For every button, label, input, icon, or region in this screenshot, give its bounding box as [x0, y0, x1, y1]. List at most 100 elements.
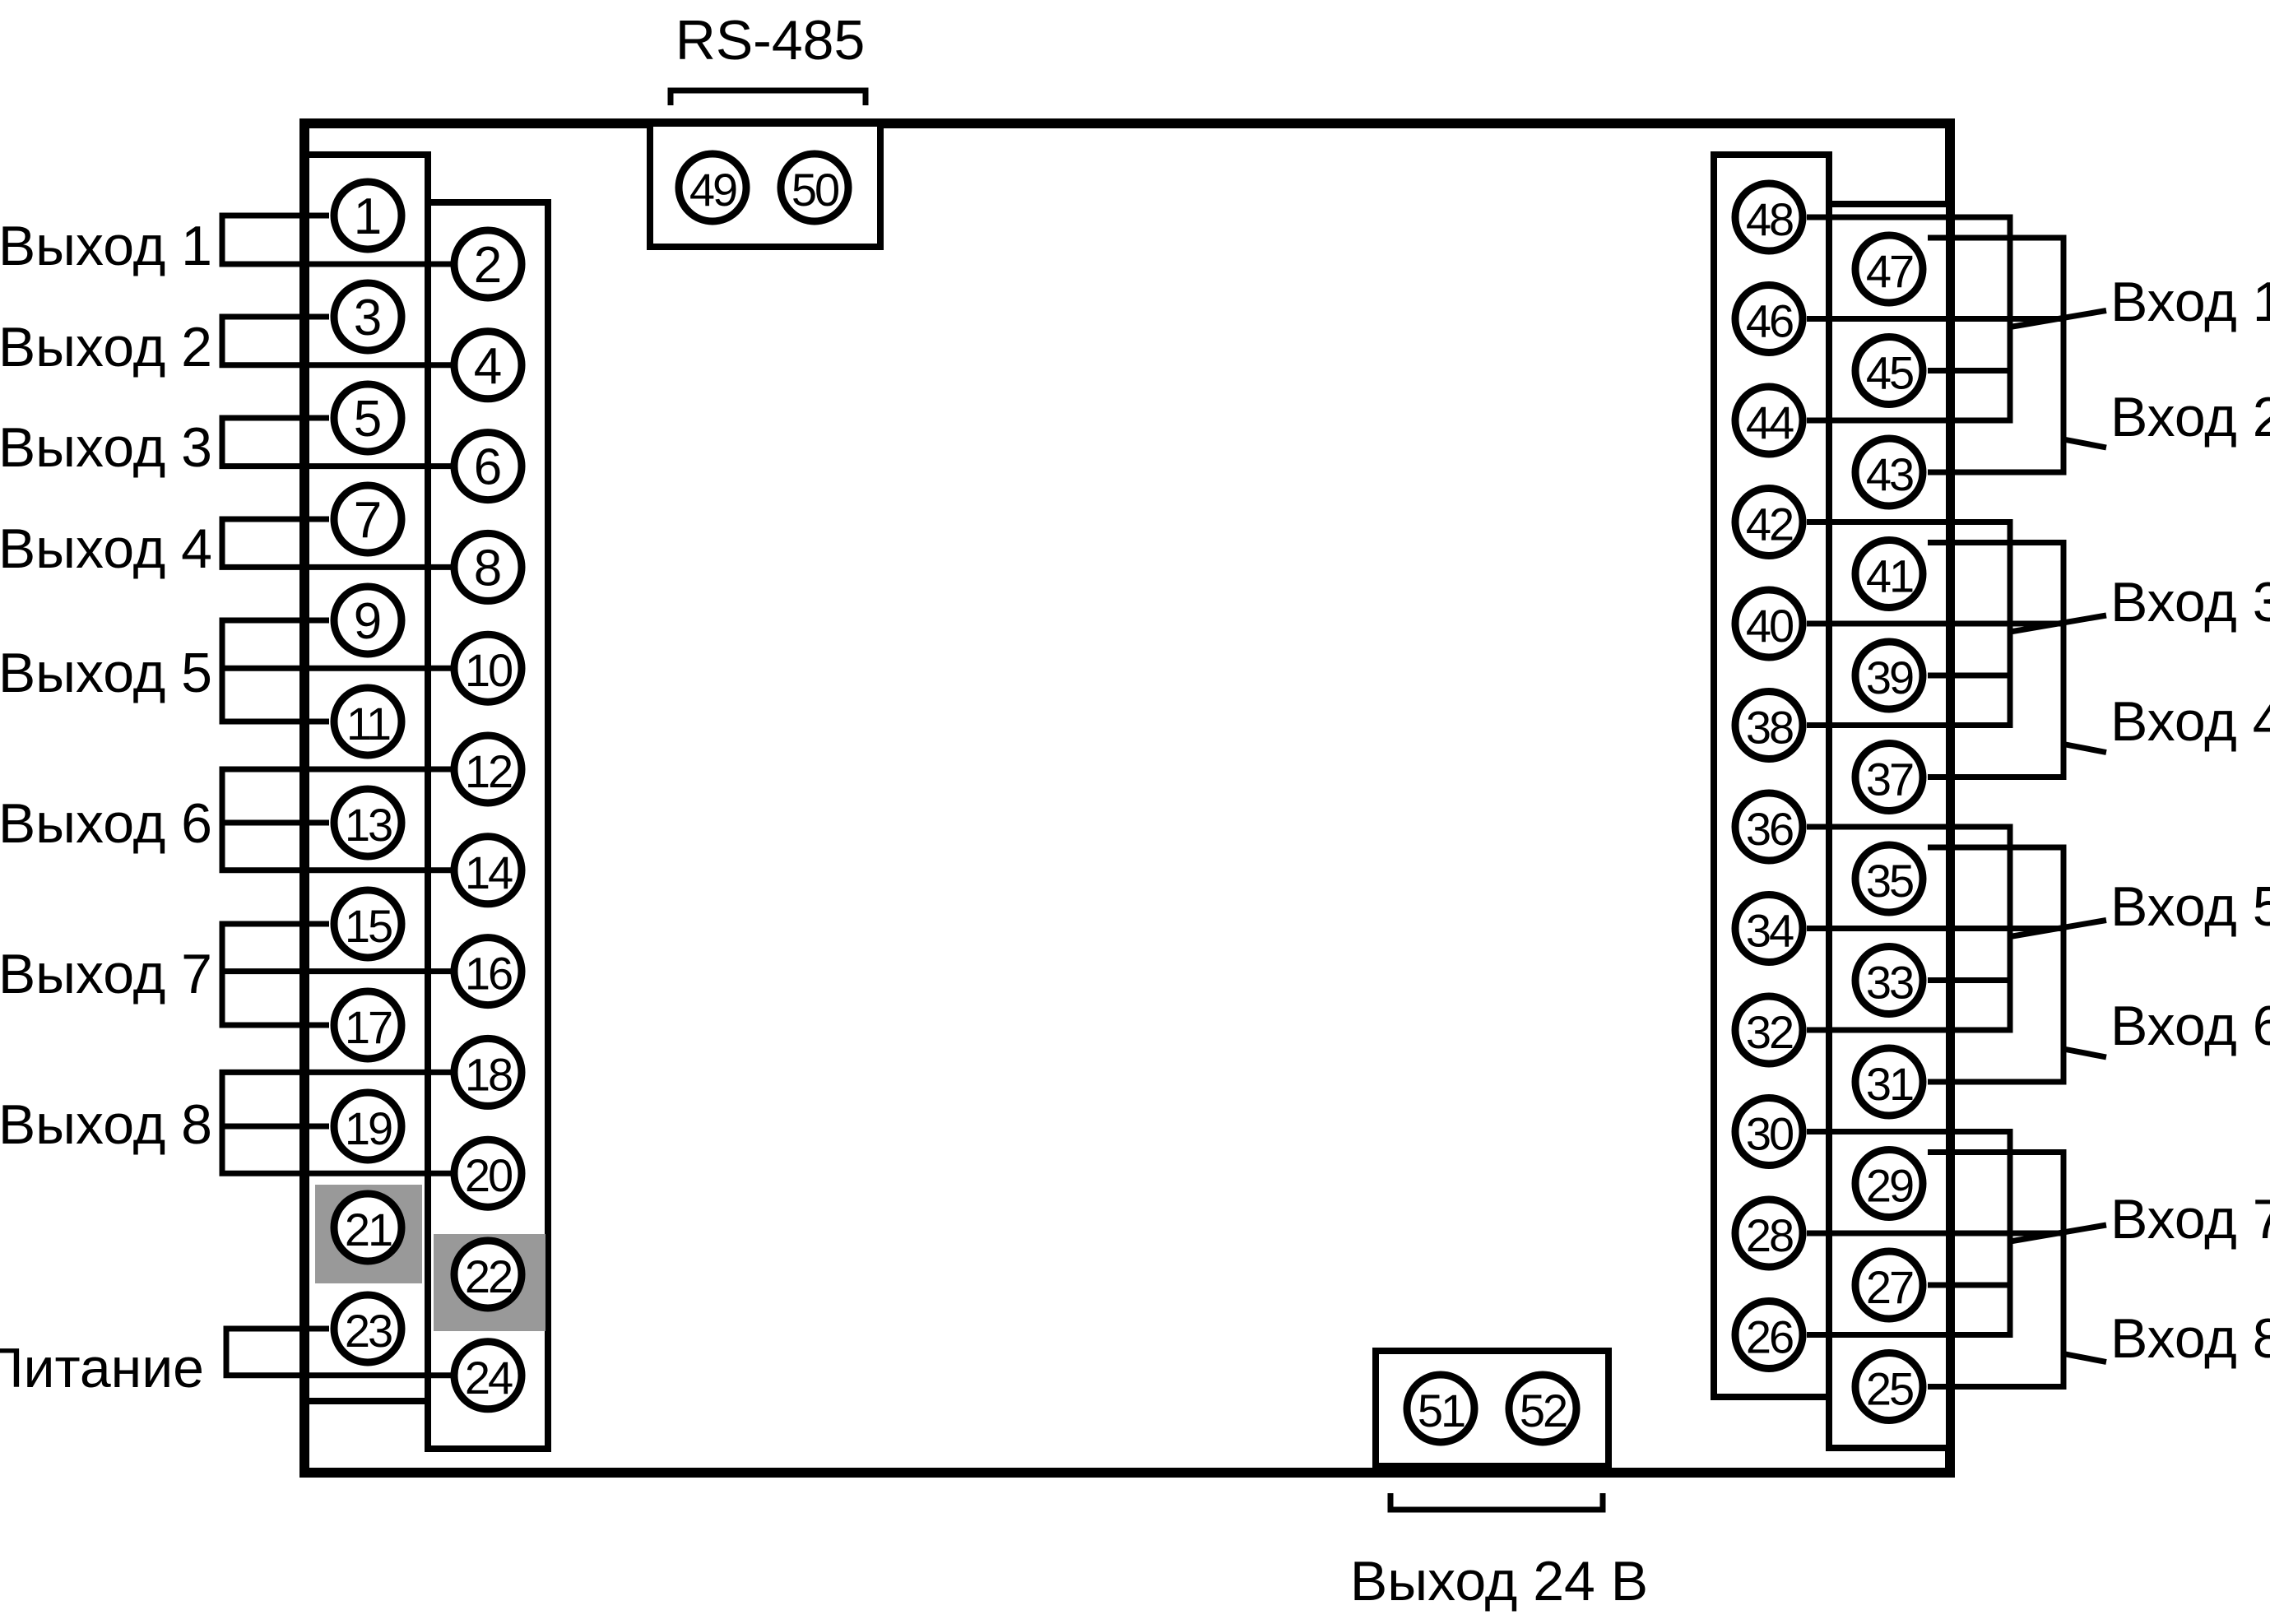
terminal-5: 5 [330, 380, 406, 456]
terminal-number: 9 [354, 593, 382, 650]
terminal-number: 19 [345, 1102, 392, 1154]
terminal-46: 46 [1731, 281, 1807, 356]
input-1-label: Вход 1 [2110, 271, 2270, 333]
terminal-11: 11 [330, 684, 406, 759]
output-lead-3 [219, 415, 451, 470]
terminal-number: 27 [1866, 1261, 1913, 1313]
terminal-19: 19 [330, 1088, 406, 1164]
terminal-8: 8 [450, 529, 526, 605]
terminal-number: 1 [354, 188, 382, 245]
input-callout-6 [2063, 1046, 2107, 1060]
terminal-number: 17 [345, 1001, 392, 1053]
power-label: Питание [0, 1337, 204, 1399]
terminal-34: 34 [1731, 891, 1807, 966]
terminal-38: 38 [1731, 688, 1807, 763]
output-lead-6 [219, 766, 451, 874]
terminal-number: 38 [1746, 702, 1793, 754]
input-callout-8 [2063, 1351, 2107, 1365]
terminal-6: 6 [450, 429, 526, 504]
terminal-number: 10 [465, 644, 512, 696]
terminal-number: 41 [1866, 550, 1913, 602]
terminal-number: 42 [1746, 499, 1793, 550]
terminal-22: 22 [450, 1237, 526, 1312]
terminal-23: 23 [330, 1291, 406, 1366]
terminal-31: 31 [1851, 1044, 1927, 1120]
terminal-number: 52 [1520, 1385, 1567, 1436]
terminal-50: 50 [777, 150, 852, 225]
input-4-label: Вход 4 [2110, 690, 2270, 753]
terminal-number: 31 [1866, 1058, 1913, 1110]
input-lead-6 [1928, 844, 2067, 1085]
output-1-label: Выход 1 [0, 215, 212, 277]
terminal-number: 47 [1866, 245, 1913, 297]
wiring-leads [219, 212, 2107, 1390]
terminal-number: 33 [1866, 957, 1913, 1009]
terminal-number: 7 [354, 492, 382, 549]
terminal-42: 42 [1731, 485, 1807, 559]
terminal-number: 29 [1866, 1160, 1913, 1212]
terminal-number: 3 [354, 290, 382, 346]
terminal-51: 51 [1403, 1371, 1479, 1446]
rs485-label: RS-485 [675, 9, 866, 72]
terminal-14: 14 [450, 833, 526, 908]
terminal-29: 29 [1851, 1146, 1927, 1221]
terminal-44: 44 [1731, 383, 1807, 458]
terminal-number: 50 [791, 164, 838, 216]
output-lead-4 [219, 516, 451, 570]
terminal-number: 24 [465, 1352, 513, 1404]
terminal-number: 34 [1746, 905, 1794, 957]
terminal-number: 36 [1746, 803, 1793, 855]
terminal-3: 3 [330, 279, 406, 355]
terminal-20: 20 [450, 1135, 526, 1211]
terminal-number: 48 [1746, 193, 1793, 245]
terminal-48: 48 [1731, 179, 1807, 255]
terminal-number: 45 [1866, 347, 1913, 399]
terminal-number: 30 [1746, 1108, 1793, 1160]
terminal-number: 25 [1866, 1363, 1913, 1415]
terminal-30: 30 [1731, 1094, 1807, 1169]
output-lead-8 [219, 1069, 451, 1176]
terminal-47: 47 [1851, 231, 1927, 307]
output-5-label: Выход 5 [0, 642, 212, 704]
terminal-9: 9 [330, 582, 406, 658]
input-callout-2 [2063, 436, 2107, 451]
terminal-number: 26 [1746, 1311, 1793, 1363]
terminal-number: 51 [1418, 1385, 1465, 1436]
terminal-number: 2 [474, 237, 502, 294]
output-7-label: Выход 7 [0, 943, 212, 1005]
terminal-43: 43 [1851, 434, 1927, 510]
terminal-number: 40 [1746, 600, 1793, 652]
terminal-15: 15 [330, 886, 406, 962]
terminal-number: 32 [1746, 1006, 1793, 1058]
terminal-number: 44 [1746, 397, 1794, 448]
output-lead-2 [219, 313, 451, 369]
terminal-36: 36 [1731, 789, 1807, 865]
terminal-number: 23 [345, 1305, 392, 1357]
terminal-1: 1 [330, 178, 406, 253]
terminal-number: 35 [1866, 855, 1913, 907]
terminal-24: 24 [450, 1338, 526, 1413]
output-lead-7 [219, 921, 329, 1028]
input-lead-2 [1928, 234, 2067, 476]
terminal-16: 16 [450, 934, 526, 1009]
terminal-13: 13 [330, 785, 406, 861]
terminal-number: 22 [465, 1250, 512, 1302]
rs485-bracket [667, 87, 869, 105]
terminal-number: 4 [474, 338, 502, 395]
terminal-4: 4 [450, 327, 526, 403]
terminal-17: 17 [330, 987, 406, 1063]
terminal-number: 15 [345, 900, 392, 952]
terminal-52: 52 [1505, 1371, 1581, 1446]
input-2-label: Вход 2 [2110, 386, 2270, 448]
terminal-number: 37 [1866, 754, 1913, 805]
terminal-number: 49 [689, 164, 736, 216]
output-4-label: Выход 4 [0, 517, 212, 580]
terminal-number: 20 [465, 1149, 512, 1201]
terminal-number: 13 [345, 799, 392, 851]
input-8-label: Вход 8 [2110, 1307, 2270, 1370]
terminal-32: 32 [1731, 992, 1807, 1068]
terminal-27: 27 [1851, 1247, 1927, 1323]
terminal-number: 8 [474, 540, 502, 596]
input-7-label: Вход 7 [2110, 1188, 2270, 1250]
